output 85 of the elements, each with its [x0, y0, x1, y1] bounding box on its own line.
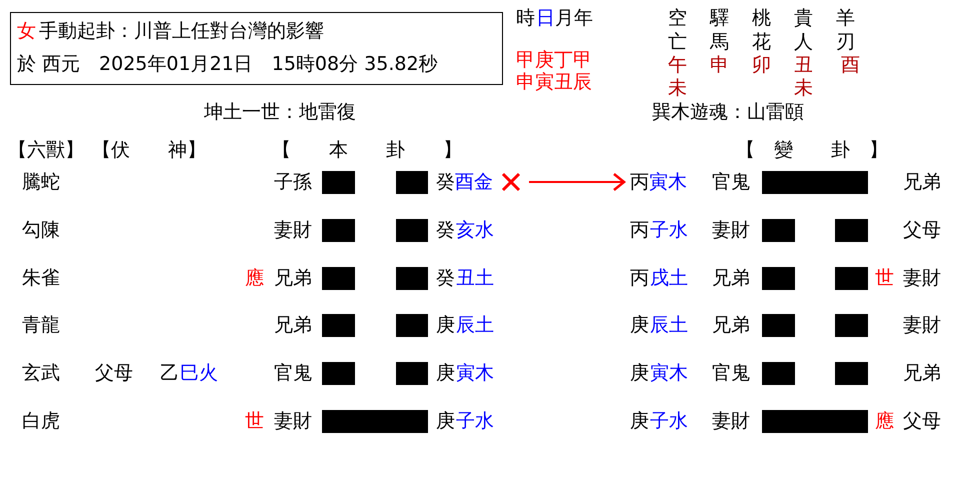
title-box: [10, 12, 503, 85]
label: 人: [794, 32, 813, 52]
label: 妻財: [903, 268, 941, 288]
label: 白虎: [22, 411, 60, 431]
label: 亥水: [456, 220, 494, 240]
label: 庚: [436, 363, 455, 383]
label: 丙: [630, 268, 649, 288]
label: 庚: [630, 315, 649, 335]
label: 刃: [836, 32, 855, 52]
label: 兄弟: [903, 363, 941, 383]
label: 貴: [794, 8, 813, 28]
label: 申寅丑辰: [516, 72, 592, 92]
label: 子水: [650, 220, 688, 240]
label: 妻財: [712, 411, 750, 431]
label: 應: [245, 268, 264, 288]
hexagram-name: 巽木遊魂：山雷頤: [652, 102, 804, 122]
label: 兄弟: [274, 268, 312, 288]
label: 日: [536, 8, 555, 28]
label: 兄弟: [903, 172, 941, 192]
label: 官鬼: [712, 363, 750, 383]
label: 父母: [95, 363, 133, 383]
label: 世: [875, 268, 894, 288]
label: 丙: [630, 220, 649, 240]
label: 桃: [752, 8, 771, 28]
label: 丑: [794, 55, 813, 75]
label: 丑土: [456, 268, 494, 288]
label: 庚: [630, 363, 649, 383]
label: 卯: [752, 55, 771, 75]
label: 子水: [650, 411, 688, 431]
column-header: 【六獸】: [8, 140, 84, 160]
label: 朱雀: [22, 268, 60, 288]
column-header: 【 變 卦 】: [736, 140, 888, 160]
label: 應: [875, 411, 894, 431]
label: 寅木: [456, 363, 494, 383]
label: 月年: [555, 8, 593, 28]
label: 庚: [436, 411, 455, 431]
label: 妻財: [274, 411, 312, 431]
label: 兄弟: [712, 268, 750, 288]
label: 午: [668, 55, 687, 75]
label: 花: [752, 32, 771, 52]
label: 寅木: [650, 363, 688, 383]
label: 勾陳: [22, 220, 60, 240]
label: 庚: [436, 315, 455, 335]
changed-line-text: 丙寅木: [630, 172, 687, 192]
label: 兄弟: [274, 315, 312, 335]
column-header: 【 本 卦 】: [272, 140, 462, 160]
label: 時: [516, 8, 535, 28]
label: 酉: [841, 55, 860, 75]
label: 乙: [160, 363, 179, 383]
label: 申: [710, 55, 729, 75]
moving-line-text: 癸酉金: [436, 172, 493, 192]
label: 父母: [903, 220, 941, 240]
label: 官鬼: [274, 363, 312, 383]
label: 玄武: [22, 363, 60, 383]
label: 驛: [710, 8, 729, 28]
label: 妻財: [903, 315, 941, 335]
label: 未: [794, 78, 813, 98]
hexagram-name: 坤土一世：地雷復: [204, 102, 356, 122]
label: 青龍: [22, 315, 60, 335]
label: 騰蛇: [22, 172, 60, 192]
label: 巳火: [180, 363, 218, 383]
label: 子水: [456, 411, 494, 431]
label: 辰土: [650, 315, 688, 335]
gender-label: 女: [17, 21, 36, 41]
label: 妻財: [712, 220, 750, 240]
label: 癸: [436, 220, 455, 240]
label: 妻財: [274, 220, 312, 240]
label: 世: [245, 411, 264, 431]
column-header: 【伏 神】: [92, 140, 206, 160]
label: 官鬼: [712, 172, 750, 192]
label: 辰土: [456, 315, 494, 335]
title-text: 於 西元 2025年01月21日 15時08分 35.82秒: [17, 54, 438, 74]
label: 亡: [668, 32, 687, 52]
label: 甲庚丁甲: [516, 50, 592, 70]
label: 庚: [630, 411, 649, 431]
title-text: 手動起卦：川普上任對台灣的影響: [39, 21, 324, 41]
label: 癸: [436, 268, 455, 288]
label: 兄弟: [712, 315, 750, 335]
label: 戌土: [650, 268, 688, 288]
label: 羊: [836, 8, 855, 28]
label: 父母: [903, 411, 941, 431]
label: 馬: [710, 32, 729, 52]
label: 子孫: [274, 172, 312, 192]
label: 空: [668, 8, 687, 28]
label: 未: [668, 78, 687, 98]
